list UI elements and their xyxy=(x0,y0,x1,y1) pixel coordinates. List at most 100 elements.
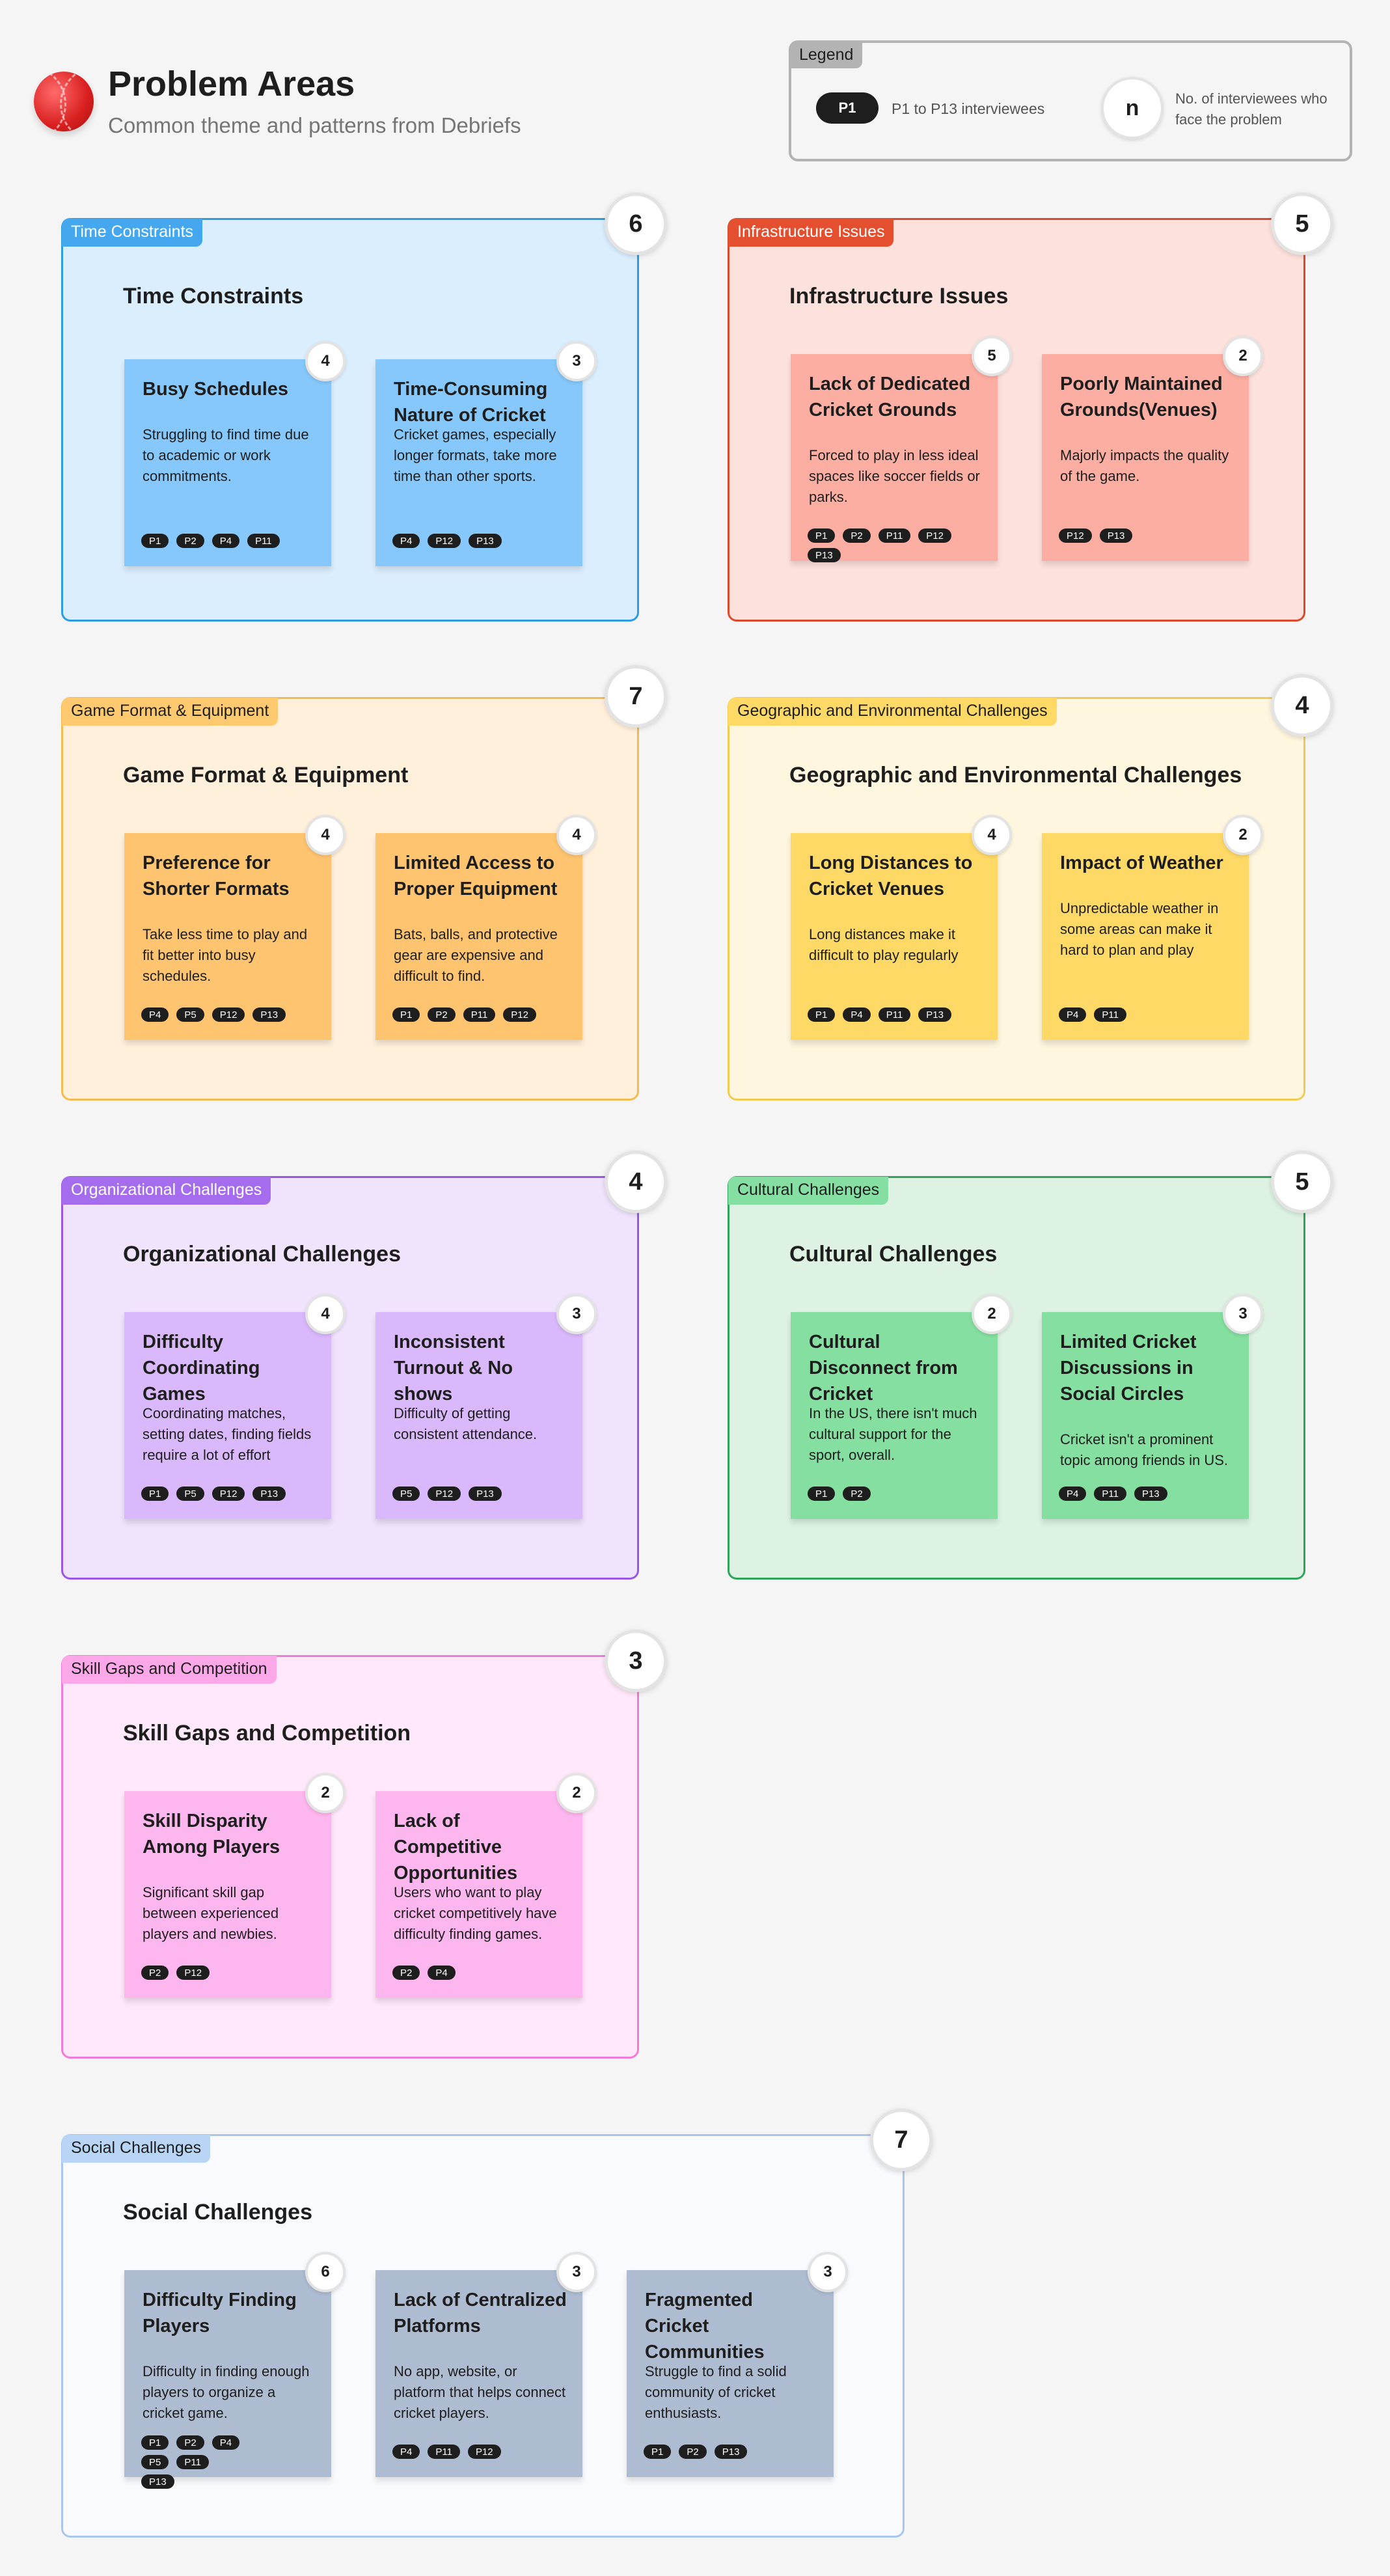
participant-pills: P1 P2 P13 xyxy=(644,2445,826,2459)
section-title: Geographic and Environmental Challenges xyxy=(789,763,1242,788)
card-title: Difficulty Coordinating Games xyxy=(143,1332,260,1404)
card-description: Bats, balls, and protective gear are exp… xyxy=(394,926,558,984)
card-count-badge: 4 xyxy=(305,1294,346,1334)
participant-pill: P12 xyxy=(467,2445,501,2459)
section-count-badge: 4 xyxy=(1271,674,1333,737)
participant-pill: P13 xyxy=(469,534,502,548)
participant-pill: P4 xyxy=(211,2435,240,2450)
participant-pill: P1 xyxy=(808,1007,836,1022)
card-count-badge: 2 xyxy=(972,1294,1012,1334)
card-title: Lack of Dedicated Cricket Grounds xyxy=(809,374,971,420)
section-3: Geographic and Environmental Challenges 4… xyxy=(728,674,1333,1101)
card-description: Forced to play in less ideal spaces like… xyxy=(809,447,980,505)
participant-pill: P1 xyxy=(141,2435,169,2450)
card-description: Cricket games, especially longer formats… xyxy=(394,426,557,484)
card-title: Busy Schedules xyxy=(143,379,289,400)
participant-pill: P12 xyxy=(428,534,461,548)
card-count-badge: 2 xyxy=(556,1773,597,1813)
participant-pill: P11 xyxy=(428,2445,460,2459)
section-title: Skill Gaps and Competition xyxy=(123,1721,411,1746)
participant-pill: P4 xyxy=(392,534,420,548)
page-title: Problem Areas xyxy=(108,64,355,103)
card-title: Preference for Shorter Formats xyxy=(143,853,290,899)
section-tag: Game Format & Equipment xyxy=(62,698,279,726)
participant-pill: P11 xyxy=(1094,1007,1126,1022)
section-tag: Time Constraints xyxy=(62,219,203,247)
card-title: Impact of Weather xyxy=(1060,853,1223,873)
participant-pill: P11 xyxy=(1094,1487,1126,1501)
section-tag: Cultural Challenges xyxy=(728,1177,889,1205)
participant-pill: P4 xyxy=(1059,1007,1087,1022)
section-title: Game Format & Equipment xyxy=(123,763,409,788)
section-title: Organizational Challenges xyxy=(123,1242,401,1267)
participant-pill: P1 xyxy=(141,534,169,548)
section-title: Infrastructure Issues xyxy=(789,284,1009,308)
participant-pill: P13 xyxy=(252,1487,286,1501)
card-description: Difficulty in finding enough players to … xyxy=(143,2363,310,2421)
card-count-badge: 4 xyxy=(305,815,346,855)
participant-pill: P12 xyxy=(211,1487,245,1501)
card-title: Time-Consuming Nature of Cricket xyxy=(394,379,548,426)
participant-pill: P13 xyxy=(469,1487,502,1501)
legend-participant-text: P1 to P13 interviewees xyxy=(892,100,1045,117)
card-count-badge: 4 xyxy=(305,341,346,381)
card-title: Limited Cricket Discussions in Social Ci… xyxy=(1060,1332,1197,1404)
card-description: Difficulty of getting consistent attenda… xyxy=(394,1405,538,1442)
participant-pill: P12 xyxy=(1059,528,1092,543)
section-tag: Social Challenges xyxy=(62,2135,211,2163)
participant-pill: P4 xyxy=(1059,1487,1087,1501)
participant-pill: P4 xyxy=(211,534,240,548)
participant-pills: P4 P12 P13 xyxy=(392,534,575,548)
participant-pill: P13 xyxy=(714,2445,748,2459)
participant-pill: P5 xyxy=(392,1487,420,1501)
participant-pill: P1 xyxy=(644,2445,672,2459)
card-title: Lack of Centralized Platforms xyxy=(394,2290,567,2336)
section-count-badge: 3 xyxy=(605,1630,667,1692)
card-title: Skill Disparity Among Players xyxy=(143,1811,280,1857)
card-description: Struggling to find time due to academic … xyxy=(143,426,309,484)
section-count-badge: 4 xyxy=(605,1151,667,1213)
card-count-badge: 6 xyxy=(305,2252,346,2292)
legend-count-badge: n xyxy=(1101,77,1164,139)
card-description: Take less time to play and fit better in… xyxy=(143,926,308,984)
card-count-badge: 3 xyxy=(556,1294,597,1334)
participant-pills: P4 P11 xyxy=(1059,1007,1241,1022)
participant-pill: P2 xyxy=(176,2435,204,2450)
card-count-badge: 2 xyxy=(305,1773,346,1813)
participant-pill: P1 xyxy=(141,1487,169,1501)
participant-pill: P12 xyxy=(428,1487,461,1501)
card-title: Cultural Disconnect from Cricket xyxy=(809,1332,958,1404)
cricket-ball-icon xyxy=(34,72,94,131)
card-description: Majorly impacts the quality of the game. xyxy=(1060,447,1229,484)
participant-pill: P13 xyxy=(918,1007,951,1022)
card-title: Lack of Competitive Opportunities xyxy=(394,1811,518,1884)
participant-pill: P2 xyxy=(428,1007,456,1022)
legend-participant-pill: P1 xyxy=(816,92,879,124)
participant-pill: P5 xyxy=(176,1007,204,1022)
participant-pill: P2 xyxy=(679,2445,707,2459)
